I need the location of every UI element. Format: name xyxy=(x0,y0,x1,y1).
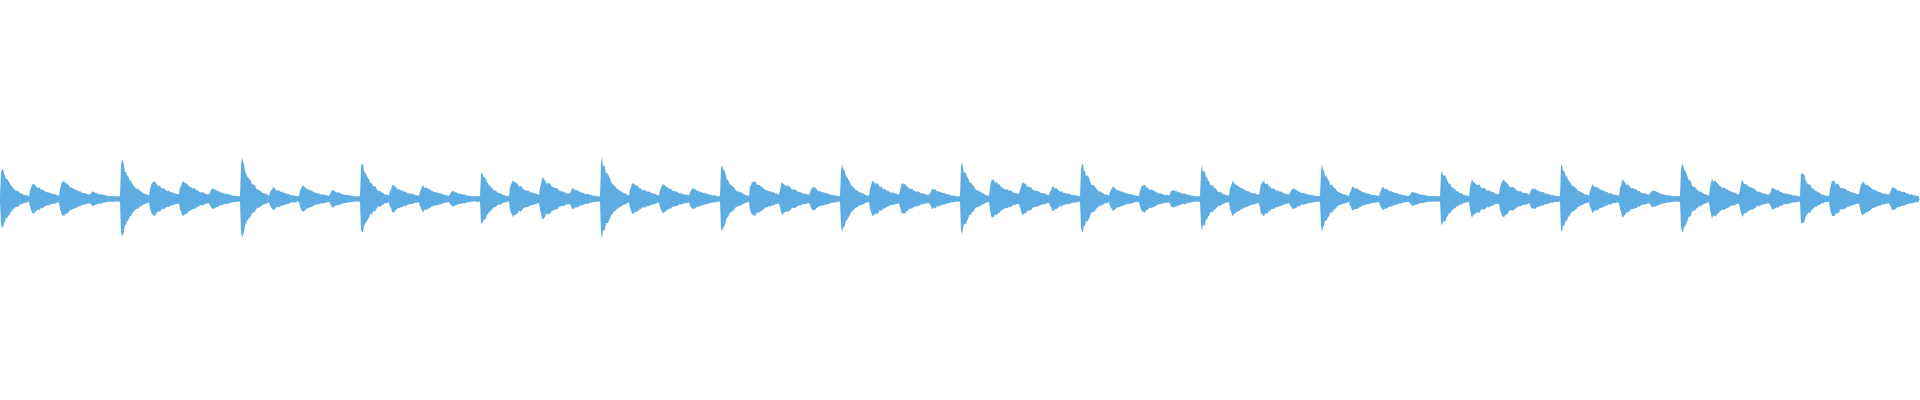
waveform-path xyxy=(0,156,1919,240)
